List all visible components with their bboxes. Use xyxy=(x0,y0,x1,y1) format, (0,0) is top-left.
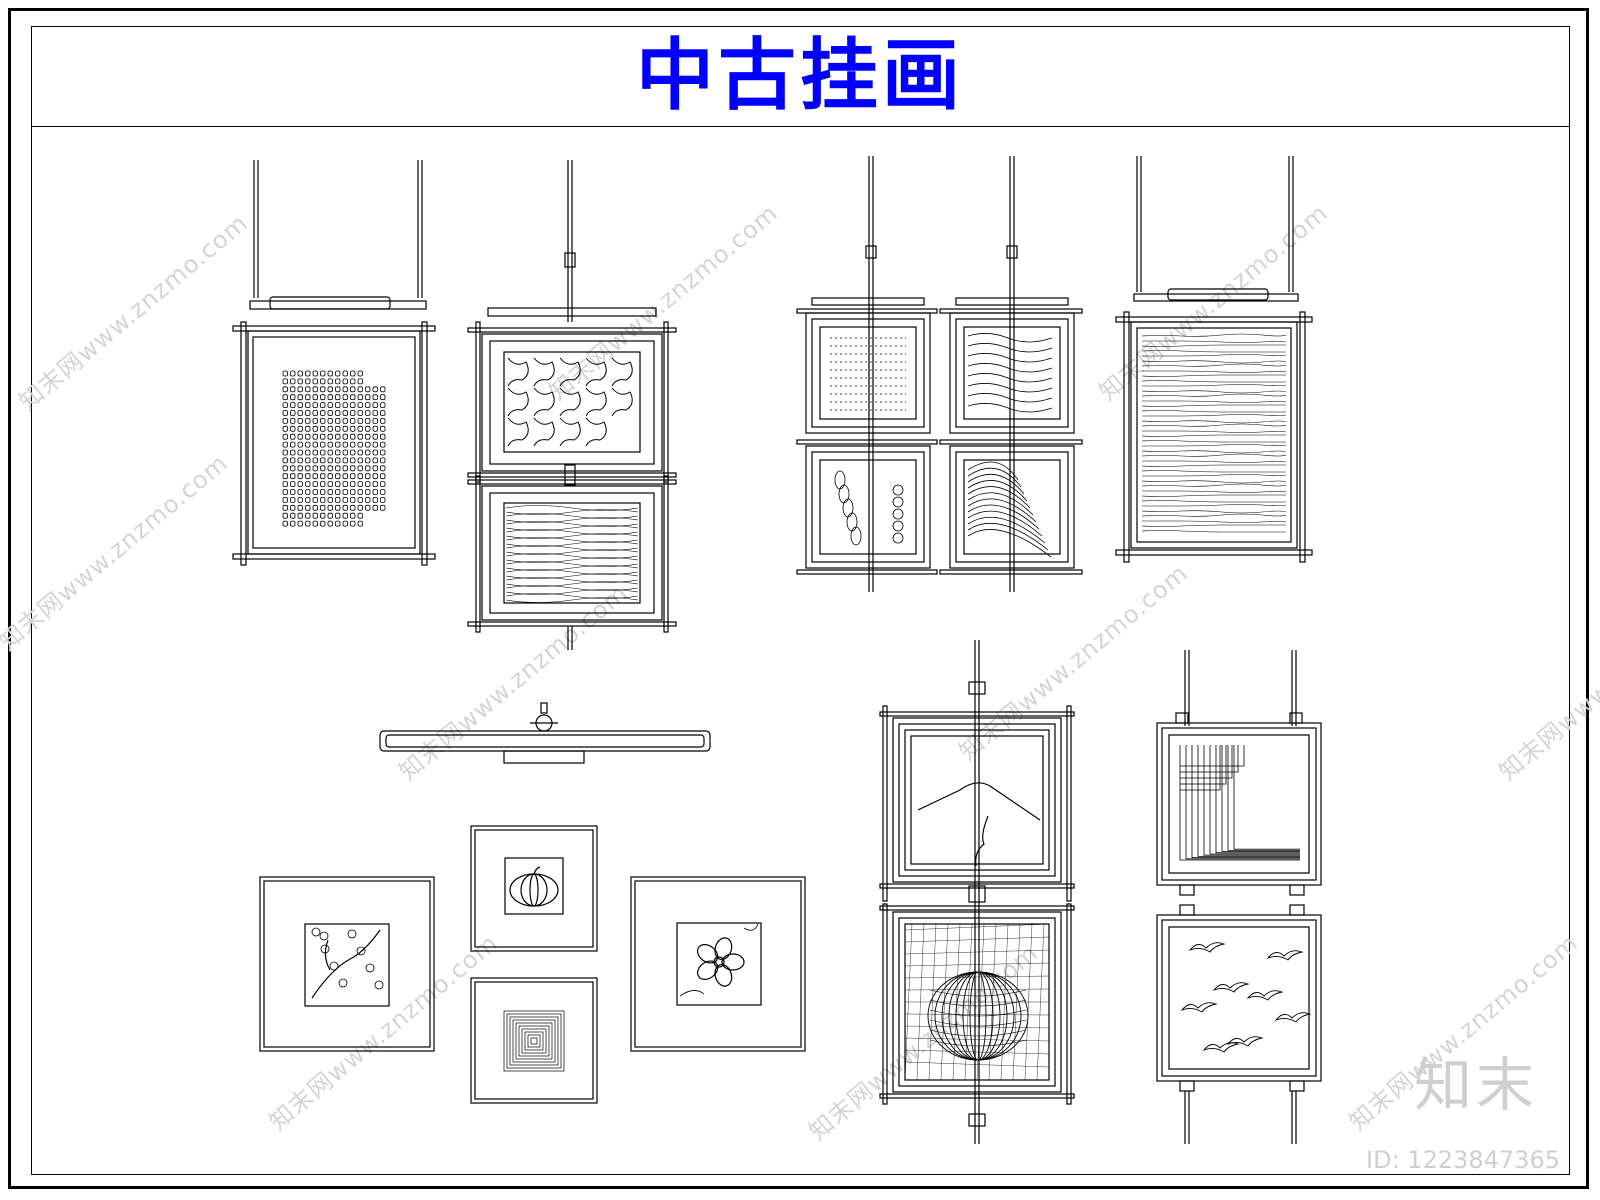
quad-frame-grid xyxy=(796,156,1083,592)
hanging-wood-grain-panel xyxy=(1115,156,1313,563)
title-divider xyxy=(31,126,1570,127)
page-title: 中古挂画 xyxy=(635,30,964,121)
picture-light xyxy=(379,702,711,764)
inner-border xyxy=(31,26,1570,1175)
double-frame-mountain-and-pumpkin xyxy=(879,640,1075,1144)
image-id: ID: 1223847365 xyxy=(1366,1146,1560,1174)
double-frame-abstract-and-landscape xyxy=(467,160,677,650)
framed-flower-print xyxy=(630,876,806,1052)
framed-pumpkin-print xyxy=(470,825,598,952)
brand-logo: 知末 xyxy=(1413,1051,1538,1119)
double-frame-maze-and-birds xyxy=(1156,650,1322,1144)
framed-geometric-print xyxy=(470,977,598,1104)
hanging-dot-pattern-panel xyxy=(232,160,436,566)
framed-floral-print xyxy=(259,876,435,1052)
outer-border xyxy=(8,8,1589,1189)
